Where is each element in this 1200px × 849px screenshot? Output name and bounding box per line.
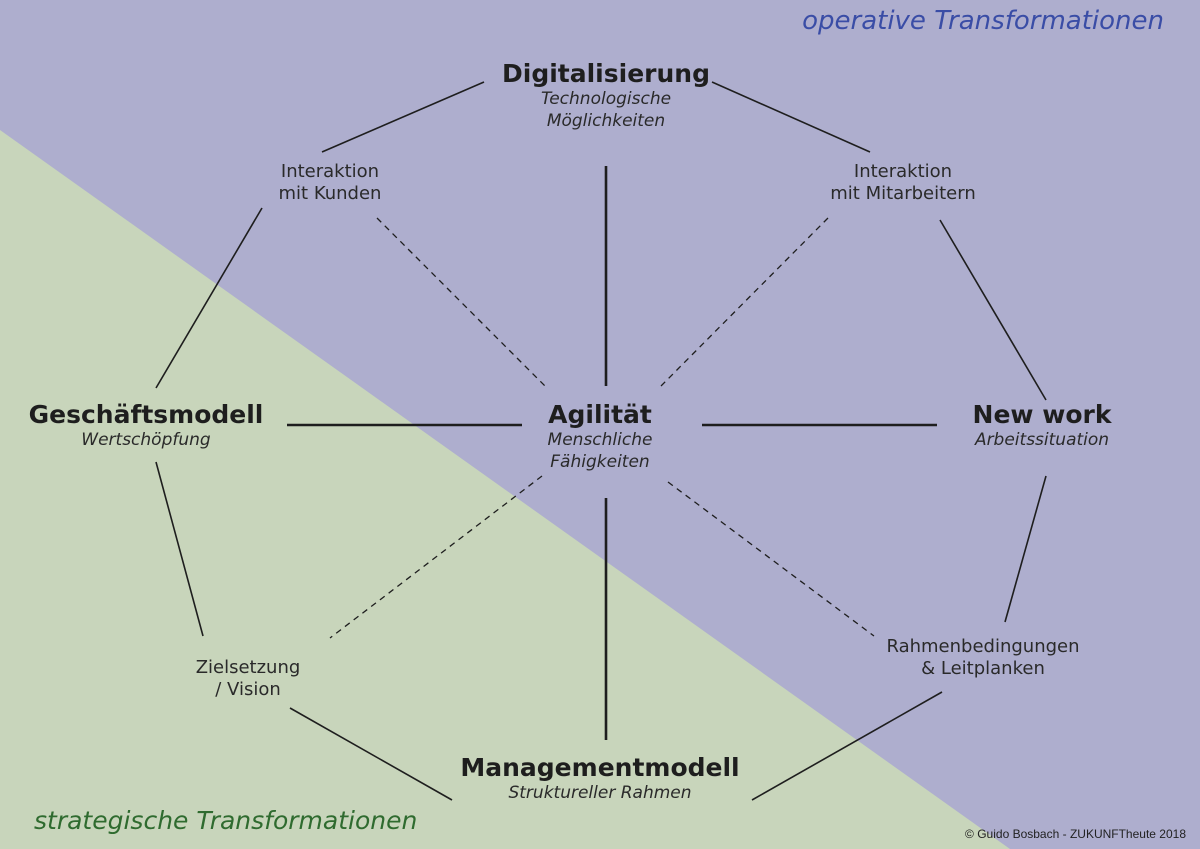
subnode-line: Zielsetzung [195, 657, 301, 678]
node-title: Agilität [548, 400, 652, 429]
node-subtitle: Arbeitssituation [974, 430, 1110, 450]
node-title: Geschäftsmodell [28, 400, 264, 429]
subnode-line: Interaktion [280, 161, 380, 182]
dash-rahmen [667, 481, 875, 637]
node-newwork: New work Arbeitssituation [942, 401, 1142, 451]
subnode-line: mit Mitarbeitern [830, 183, 976, 204]
node-geschaeftsmodell: Geschäftsmodell Wertschöpfung [16, 401, 276, 451]
node-subtitle: Fähigkeiten [550, 452, 650, 472]
node-subtitle: Menschliche [547, 430, 653, 450]
edge-digitalisierung-mitarbeiter [711, 81, 871, 153]
subnode-line: & Leitplanken [921, 658, 1045, 679]
copyright-notice: © Guido Bosbach - ZUKUNFTheute 2018 [965, 827, 1186, 841]
edge-kunden-geschaeftsmodell [155, 207, 263, 389]
subnode-interaktion-mitarbeiter: Interaktion mit Mitarbeitern [793, 161, 1013, 205]
dash-vision [329, 475, 543, 639]
operative-transformation-label: operative Transformationen [802, 6, 1164, 36]
edge-rahmen-management [751, 691, 943, 801]
subnode-rahmenbedingungen: Rahmenbedingungen & Leitplanken [853, 636, 1113, 680]
edge-digitalisierung-kunden [321, 81, 485, 153]
node-managementmodell: Managementmodell Struktureller Rahmen [430, 754, 770, 804]
edge-newwork-rahmen [1004, 475, 1047, 623]
edge-geschaeftsmodell-vision [155, 461, 204, 637]
edge-vision-management [289, 707, 453, 801]
edge-mitarbeiter-newwork [939, 219, 1047, 401]
node-title: Managementmodell [460, 753, 740, 782]
strategic-transformation-label: strategische Transformationen [34, 806, 418, 835]
node-title: Digitalisierung [502, 59, 710, 88]
node-subtitle: Möglichkeiten [546, 111, 666, 131]
node-digitalisierung: Digitalisierung Technologische Möglichke… [456, 60, 756, 132]
subnode-line: Rahmenbedingungen [886, 636, 1080, 657]
node-subtitle: Technologische [540, 89, 672, 109]
subnode-zielsetzung-vision: Zielsetzung / Vision [158, 657, 338, 701]
node-subtitle: Wertschöpfung [81, 430, 211, 450]
subnode-line: / Vision [215, 679, 281, 700]
strategic-region [0, 130, 1010, 849]
node-subtitle: Struktureller Rahmen [508, 783, 692, 803]
subnode-interaktion-kunden: Interaktion mit Kunden [230, 161, 430, 205]
subnode-line: mit Kunden [278, 183, 382, 204]
node-title: New work [972, 400, 1112, 429]
subnode-line: Interaktion [853, 161, 953, 182]
node-agilitaet: Agilität Menschliche Fähigkeiten [500, 401, 700, 473]
